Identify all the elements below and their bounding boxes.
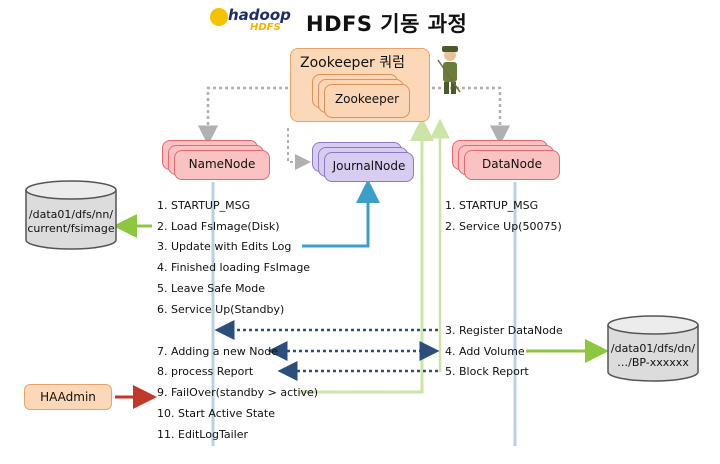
namenode-storage-cylinder: [25, 180, 117, 250]
datanode-step: 2. Service Up(50075): [445, 220, 562, 233]
namenode-step: 5. Leave Safe Mode: [157, 282, 266, 295]
datanode-report-step: 4. Add Volume: [445, 345, 525, 358]
namenode-step: 4. Finished loading FsImage: [157, 261, 311, 274]
soldier-illustration: [437, 46, 461, 94]
datanode-report-step: 5. Block Report: [445, 365, 529, 378]
zookeeper-node-front: [324, 84, 410, 118]
datanode-label: DataNode: [482, 157, 542, 171]
namenode-step: 11. EditLogTailer: [157, 428, 248, 441]
datanode-step: 1. STARTUP_MSG: [445, 199, 539, 212]
elephant-icon: [210, 8, 228, 26]
zk-to-datanode-link: [432, 86, 510, 146]
datanode-storage-path: /data01/dfs/dn/ …/BP-xxxxxx: [610, 342, 696, 369]
page-title: HDFS 기동 과정: [306, 12, 468, 36]
datanode-storage-cylinder: [607, 315, 699, 382]
zk-to-journal-link: [287, 128, 311, 170]
zookeeper-quorum-label: Zookeeper 쿼럼: [300, 55, 406, 71]
namenode-box-front: [174, 150, 270, 180]
namenode-label: NameNode: [188, 157, 256, 171]
namenode-step: 7. Adding a new Node: [157, 345, 278, 358]
hadoop-logo: hadoop HDFS: [210, 6, 298, 34]
edits-log-arrow: [302, 179, 380, 248]
namenode-step: 2. Load FsImage(Disk): [157, 220, 280, 233]
namenode-storage-path: /data01/dfs/nn/ current/fsimage: [27, 208, 115, 235]
zk-to-namenode-link: [198, 86, 288, 146]
journalnode-box-front: [324, 152, 414, 182]
namenode-step: 8. process Report: [157, 365, 254, 378]
journalnode-label: JournalNode: [332, 159, 406, 173]
namenode-step: 10. Start Active State: [157, 407, 275, 420]
failover-to-zk-line: [300, 117, 434, 394]
datanode-report-step: 3. Register DataNode: [445, 324, 563, 337]
namenode-step: 1. STARTUP_MSG: [157, 199, 251, 212]
zookeeper-node-label: Zookeeper: [334, 92, 400, 106]
haadmin-box: HAAdmin: [24, 384, 112, 410]
namenode-step: 3. Update with Edits Log: [157, 240, 292, 253]
namenode-step: 6. Service Up(Standby): [157, 303, 285, 316]
datanode-box-front: [464, 150, 560, 180]
namenode-step: 9. FailOver(standby > active): [157, 386, 319, 399]
